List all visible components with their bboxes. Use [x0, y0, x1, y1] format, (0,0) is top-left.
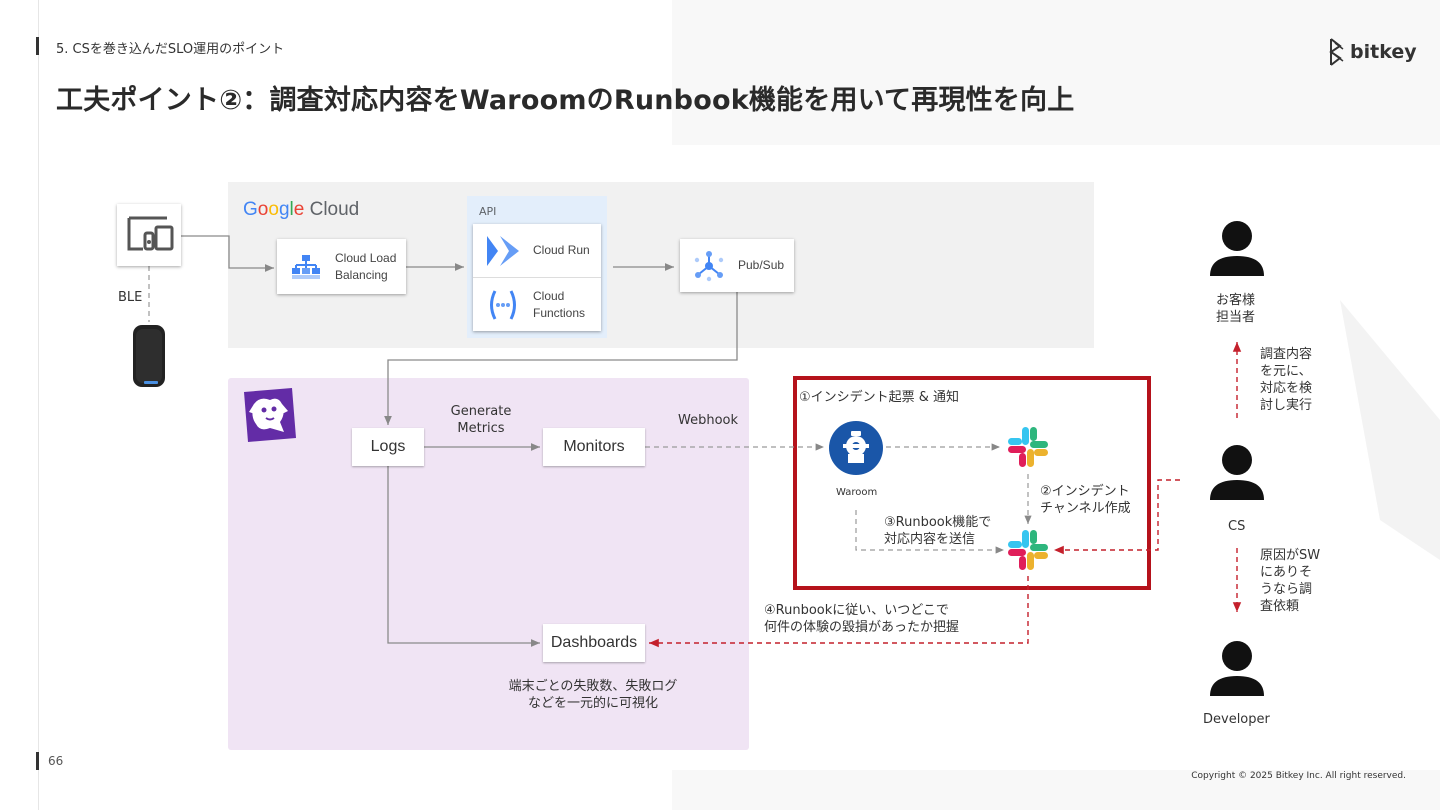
page-number: 66: [48, 754, 64, 768]
customer-person-icon: [1210, 221, 1264, 276]
api-separator: [473, 277, 601, 278]
cloud-run-label: Cloud Run: [533, 243, 590, 257]
device-card: [117, 204, 181, 266]
cloud-functions-icon: [490, 289, 516, 320]
step2-label: ②インシデント チャンネル作成: [1040, 484, 1131, 516]
waroom-icon: [829, 421, 883, 475]
logs-box: Logs: [352, 428, 424, 466]
slack-icon-top: [1008, 427, 1048, 467]
step4-label: ④Runbookに従い、いつどこで 何件の体験の毀損があったか把握: [764, 603, 960, 635]
bitkey-logo-text: bitkey: [1350, 41, 1417, 63]
cs-to-customer-note: 調査内容 を元に、 対応を検 討し実行: [1260, 347, 1313, 413]
ble-device-icon: [133, 325, 165, 387]
cs-label: CS: [1228, 519, 1246, 534]
left-rule: [38, 0, 39, 810]
customer-label: お客様 担当者: [1216, 293, 1256, 325]
page-title: 工夫ポイント②：調査対応内容をWaroomのRunbook機能を用いて再現性を向…: [56, 85, 1075, 116]
google-cloud-logo: Google Cloud: [243, 199, 360, 220]
cloud-run-row: Cloud Run: [473, 224, 601, 277]
step3-label: ③Runbook機能で 対応内容を送信: [884, 515, 992, 547]
dashboards-box: Dashboards: [543, 624, 645, 662]
devices-icon: [127, 216, 174, 251]
developer-label: Developer: [1203, 712, 1270, 727]
pubsub-label: Pub/Sub: [738, 258, 785, 272]
cloud-run-icon: [487, 235, 519, 266]
dashboards-note: 端末ごとの失敗数、失敗ログ などを一元的に可視化: [508, 679, 678, 711]
api-label: API: [479, 205, 497, 218]
cloud-functions-row: Cloud Functions: [473, 278, 601, 331]
pubsub-card: Pub/Sub: [680, 239, 794, 292]
monitors-box: Monitors: [543, 428, 645, 466]
cloud-load-balancing-label: Cloud Load Balancing: [335, 250, 397, 282]
breadcrumb: 5. CSを巻き込んだSLO運用のポイント: [56, 42, 285, 57]
bitkey-logo: bitkey: [1328, 36, 1417, 68]
footer-tick: [36, 752, 39, 770]
webhook-label: Webhook: [678, 413, 739, 428]
bitkey-mark-icon: [1329, 38, 1344, 66]
step1-label: ①インシデント起票 & 通知: [799, 390, 960, 405]
load-balancing-icon: [292, 254, 320, 279]
cloud-load-balancing-card: Cloud Load Balancing: [277, 239, 406, 294]
waroom-label: Waroom: [836, 487, 878, 498]
cs-person-icon: [1210, 445, 1264, 500]
copyright: Copyright © 2025 Bitkey Inc. All right r…: [1191, 771, 1406, 781]
cs-to-developer-note: 原因がSW にありそ うなら調 査依頼: [1260, 548, 1321, 614]
slack-icon-bottom: [1008, 530, 1048, 570]
ble-label: BLE: [118, 290, 143, 305]
datadog-logo-icon: [244, 388, 296, 442]
cloud-functions-label: Cloud Functions: [533, 288, 586, 320]
header-tick: [36, 37, 39, 55]
pubsub-icon: [694, 250, 724, 281]
generate-metrics-label: Generate Metrics: [450, 404, 512, 436]
api-card: Cloud Run Cloud Functions: [473, 224, 601, 331]
developer-person-icon: [1210, 641, 1264, 696]
